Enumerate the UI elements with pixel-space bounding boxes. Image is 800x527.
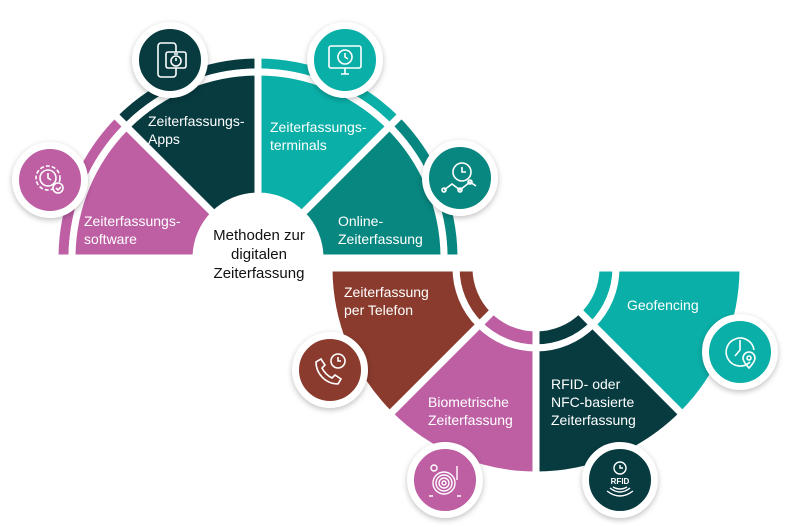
segment-geofencing: [587, 264, 747, 420]
label-geofencing: Geofencing: [627, 297, 699, 313]
phone-clock-icon: [292, 332, 368, 408]
segment-software: [68, 121, 220, 262]
rfid-icon: RFID: [582, 442, 658, 518]
center-title: Methoden zur digitalen Zeiterfassung: [213, 227, 305, 282]
segment-apps: [121, 68, 262, 220]
label-software: Zeiterfassungs- software: [84, 213, 181, 247]
label-apps: Zeiterfassungs- Apps: [148, 113, 245, 147]
label-terminals: Zeiterfassungs- terminals: [270, 119, 367, 153]
smartphone-stopwatch-icon: [132, 22, 208, 98]
monitor-clock-icon: [307, 22, 383, 98]
label-online: Online- Zeiterfassung: [338, 213, 423, 247]
label-biometric: Biometrische Zeiterfassung: [428, 394, 513, 428]
label-rfid: RFID- oder NFC-basierte Zeiterfassung: [551, 376, 636, 428]
label-telefon: Zeiterfassung per Telefon: [344, 284, 429, 318]
rfid-icon-text: RFID: [611, 477, 630, 486]
fingerprint-icon: [407, 442, 483, 518]
gear-clock-icon: [12, 142, 88, 218]
segment-terminals: [254, 68, 395, 220]
segment-biometric: [384, 319, 540, 479]
segment-rfid: [532, 319, 688, 479]
clock-graph-icon: [422, 140, 498, 216]
segment-online: [296, 121, 448, 262]
clock-location-icon: [702, 314, 778, 390]
